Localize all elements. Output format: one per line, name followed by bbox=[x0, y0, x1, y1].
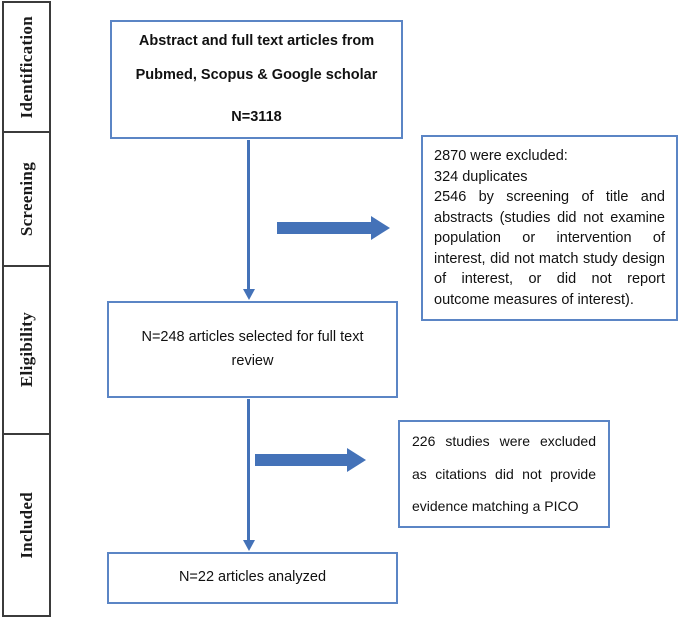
identification-line-2: Pubmed, Scopus & Google scholar bbox=[135, 66, 378, 83]
arrow-identification-to-eligibility-shaft bbox=[247, 140, 250, 290]
box-excluded-screening: 2870 were excluded: 324 duplicates 2546 … bbox=[421, 135, 678, 321]
excluded-screening-line-2: 324 duplicates bbox=[434, 168, 528, 185]
box-excluded-eligibility: 226 studies were excluded as citations d… bbox=[398, 420, 610, 528]
stage-label-eligibility: Eligibility bbox=[16, 312, 36, 388]
arrow-eligibility-to-included-head-icon bbox=[243, 540, 255, 551]
box-full-text-review: N=248 articles selected for full text re… bbox=[107, 301, 398, 398]
stage-label-identification: Identification bbox=[16, 15, 36, 119]
articles-analyzed-text: N=22 articles analyzed bbox=[178, 569, 327, 586]
stage-label-included: Included bbox=[16, 491, 36, 559]
excluded-screening-line-3: 2546 by screening of title and abstracts… bbox=[434, 189, 665, 309]
arrow-screening-to-excluded-head-icon bbox=[371, 216, 390, 240]
full-text-review-text: N=248 articles selected for full text re… bbox=[141, 329, 364, 369]
stage-rail: Identification Screening Eligibility Inc… bbox=[2, 1, 51, 617]
arrow-identification-to-eligibility-head-icon bbox=[243, 289, 255, 300]
stage-label-screening: Screening bbox=[16, 161, 36, 237]
identification-count: N=3118 bbox=[231, 109, 282, 125]
arrow-eligibility-to-excluded-shaft bbox=[255, 454, 349, 466]
stage-cell-included: Included bbox=[4, 435, 49, 615]
identification-line-1: Abstract and full text articles from bbox=[138, 32, 375, 49]
arrow-eligibility-to-included-shaft bbox=[247, 399, 250, 541]
excluded-eligibility-text: 226 studies were excluded as citations d… bbox=[412, 432, 596, 515]
arrow-screening-to-excluded-shaft bbox=[277, 222, 373, 234]
stage-cell-eligibility: Eligibility bbox=[4, 267, 49, 435]
arrow-eligibility-to-excluded-head-icon bbox=[347, 448, 366, 472]
box-articles-analyzed: N=22 articles analyzed bbox=[107, 552, 398, 604]
stage-cell-screening: Screening bbox=[4, 133, 49, 267]
excluded-screening-line-1: 2870 were excluded: bbox=[434, 148, 568, 164]
stage-cell-identification: Identification bbox=[4, 3, 49, 133]
box-identification: Abstract and full text articles from Pub… bbox=[110, 20, 403, 139]
